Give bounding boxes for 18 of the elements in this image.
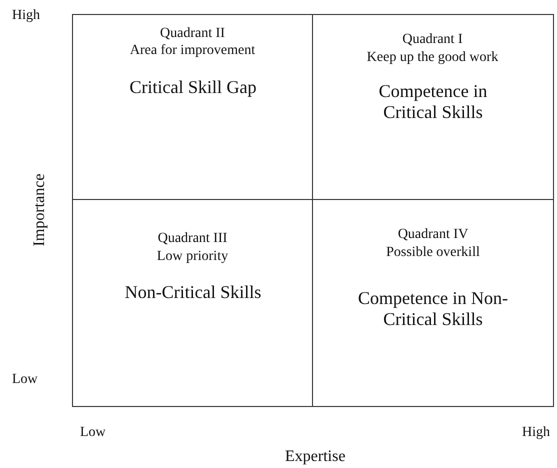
quadrant-description: Competence in Critical Skills bbox=[378, 81, 488, 123]
quadrant-number: Quadrant III bbox=[156, 230, 228, 247]
x-axis-title: Expertise bbox=[285, 448, 346, 466]
quadrant-number: Quadrant IV bbox=[396, 226, 470, 243]
axis-max-label: High bbox=[522, 425, 550, 441]
quadrant-subtitle: Keep up the good work bbox=[366, 49, 500, 66]
axis-max-label: High bbox=[12, 8, 40, 24]
y-axis-title: Importance bbox=[31, 174, 49, 246]
quadrant-number: Quadrant II bbox=[159, 25, 226, 42]
axis-min-label: Low bbox=[12, 372, 38, 388]
quadrant-subtitle: Possible overkill bbox=[385, 244, 481, 261]
axis-min-label: Low bbox=[80, 425, 106, 441]
quadrant-description: Critical Skill Gap bbox=[128, 77, 258, 98]
quadrant-number: Quadrant I bbox=[401, 31, 464, 48]
quadrant-subtitle: Area for improvement bbox=[128, 42, 256, 59]
quadrant-description: Non-Critical Skills bbox=[124, 282, 262, 303]
quadrant-subtitle: Low priority bbox=[156, 248, 230, 265]
quadrant-description: Competence in Non-Critical Skills bbox=[357, 288, 509, 330]
